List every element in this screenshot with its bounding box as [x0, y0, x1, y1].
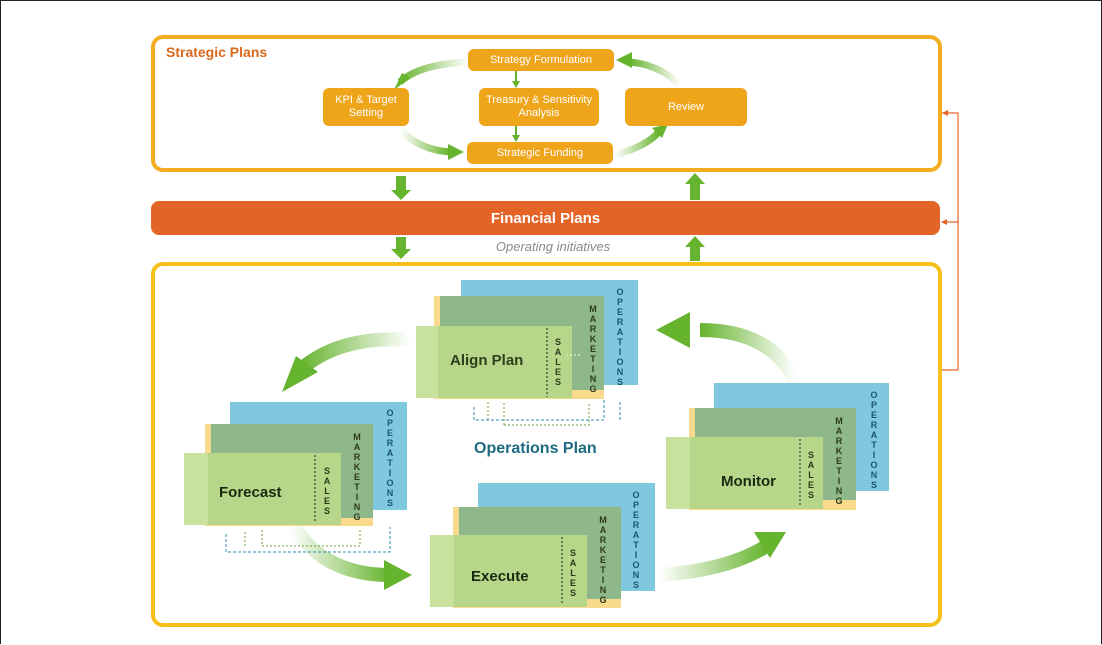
feedback-line-1	[942, 112, 959, 371]
cycle-arrowhead-execute	[384, 560, 412, 590]
arrow-review-to-formulation	[629, 58, 683, 88]
arrowhead-small-2	[512, 135, 520, 142]
strategic-plans-box	[151, 35, 942, 172]
arrowhead-formulation	[616, 52, 632, 68]
node-review: Review	[625, 88, 747, 126]
cycle-arrowhead-forecast	[282, 356, 318, 392]
card-execute-label: Execute	[471, 568, 529, 585]
arrow-down-1-shaft	[396, 176, 406, 192]
node-kpi-target-setting: KPI & Target Setting	[323, 88, 409, 126]
arrow-down-1-head	[391, 190, 411, 200]
arrow-up-1-shaft	[690, 182, 700, 200]
card-stack-forecast	[184, 402, 407, 553]
operating-initiatives-label: Operating initiatives	[495, 239, 611, 254]
financial-plans-bar: Financial Plans	[151, 201, 940, 235]
card-stack-monitor	[666, 383, 889, 510]
arrow-down-2-head	[391, 249, 411, 259]
strategic-plans-title: Strategic Plans	[166, 44, 268, 60]
arrow-down-2-shaft	[396, 237, 406, 251]
operations-plan-title: Operations Plan	[474, 440, 597, 457]
arrow-up-1-head	[685, 173, 705, 184]
card-monitor-label: Monitor	[721, 473, 776, 490]
node-strategic-funding: Strategic Funding	[467, 142, 613, 164]
feedback-arrowhead-1	[942, 110, 948, 116]
arrow-kpi-to-funding	[397, 127, 451, 156]
node-treasury-sensitivity: Treasury & Sensitivity Analysis	[479, 88, 599, 126]
cycle-arrow-align-to-forecast	[295, 332, 411, 376]
card-stack-execute	[430, 483, 655, 608]
cycle-arrow-execute-to-monitor	[659, 539, 772, 582]
arrowhead-small-1	[512, 81, 520, 88]
operations-plan-box	[151, 262, 942, 627]
arrowhead-funding	[448, 144, 464, 160]
arrowhead-kpi	[394, 73, 410, 90]
card-stack-align	[416, 280, 638, 426]
arrowhead-review	[652, 124, 668, 138]
arrow-up-2-shaft	[690, 246, 700, 261]
cycle-arrowhead-monitor	[754, 532, 786, 558]
arrow-up-2-head	[685, 236, 705, 247]
card-align-plan-label: Align Plan	[450, 352, 524, 369]
card-forecast-label: Forecast	[219, 484, 282, 501]
node-strategy-formulation: Strategy Formulation	[468, 49, 614, 71]
feedback-arrowhead-2	[941, 219, 947, 225]
cycle-arrowhead-align	[656, 312, 690, 348]
cycle-arrow-forecast-to-execute	[283, 516, 391, 582]
cycle-arrow-monitor-to-align	[699, 323, 802, 384]
